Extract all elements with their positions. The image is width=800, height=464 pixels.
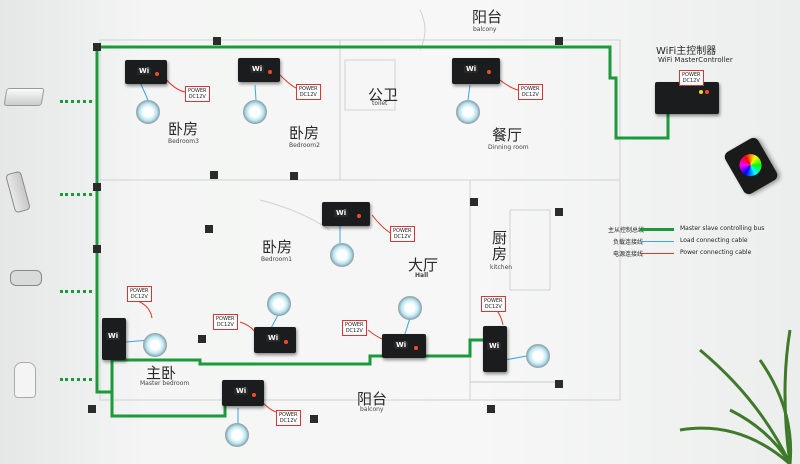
room-label-dining: 餐厅: [492, 126, 523, 144]
room-label-master-en: Master bedroom: [140, 380, 190, 387]
relay-controller[interactable]: Wi: [238, 58, 280, 82]
downlight-lamp[interactable]: [136, 100, 160, 124]
corner-marker: [290, 172, 298, 180]
room-label-bedroom1-en: Bedroom1: [261, 256, 292, 263]
master-controller-subtitle: WiFi MasterController: [658, 56, 733, 64]
legend-power-swatch: [640, 253, 674, 254]
room-label-balcony-top: 阳台: [472, 8, 503, 26]
downlight-lamp[interactable]: [526, 344, 550, 368]
relay-controller[interactable]: Wi: [322, 202, 370, 226]
downlight-lamp[interactable]: [143, 333, 167, 357]
corner-marker: [555, 380, 563, 388]
room-label-kitchen: 厨 房: [492, 229, 508, 263]
legend-bus-en: Master slave controlling bus: [680, 225, 765, 232]
relay-controller[interactable]: Wi: [102, 318, 126, 360]
relay-controller[interactable]: Wi: [222, 380, 264, 406]
relay-controller[interactable]: Wi: [382, 334, 426, 358]
room-label-balcony-bottom-en: balcony: [360, 406, 384, 413]
sensor-icon: [14, 362, 36, 398]
color-wheel-icon: [735, 150, 766, 181]
corner-marker: [470, 198, 478, 206]
side-connector: [60, 378, 92, 381]
legend-bus-cn: 主从控制总线: [608, 227, 645, 234]
corner-marker: [198, 335, 206, 343]
legend-load-swatch: [640, 241, 674, 242]
master-controller-title: WiFi主控制器: [656, 46, 717, 57]
legend-load-en: Load connecting cable: [680, 237, 748, 244]
corner-marker: [487, 405, 495, 413]
room-label-kitchen-en: kitchen: [490, 264, 513, 271]
legend-power-en: Power connecting cable: [680, 249, 752, 256]
corner-marker: [93, 183, 101, 191]
room-label-hall-en: Hall: [415, 272, 429, 279]
plant-decoration: [679, 329, 793, 464]
relay-controller[interactable]: Wi: [254, 327, 296, 353]
relay-controller[interactable]: Wi: [125, 60, 167, 84]
downlight-lamp[interactable]: [398, 296, 422, 320]
bus-line-main: [95, 47, 490, 394]
corner-marker: [213, 37, 221, 45]
room-label-hall: 大厅: [408, 256, 439, 274]
corner-marker: [310, 415, 318, 423]
downlight-lamp[interactable]: [225, 423, 249, 447]
corner-marker: [555, 208, 563, 216]
room-label-master: 主卧: [146, 364, 177, 382]
projector-icon: [3, 88, 45, 106]
side-connector: [60, 193, 92, 196]
downlight-lamp[interactable]: [243, 100, 267, 124]
bus-line-bottom: [110, 392, 227, 418]
corner-marker: [205, 225, 213, 233]
room-label-bedroom3: 卧房: [168, 120, 199, 138]
room-label-toilet: 公卫: [368, 86, 399, 104]
downlight-lamp[interactable]: [330, 243, 354, 267]
legend-power-cn: 电源连接线: [613, 251, 644, 258]
legend-bus-swatch: [640, 228, 674, 231]
wifi-master-controller[interactable]: [655, 82, 719, 114]
corner-marker: [555, 37, 563, 45]
downlight-lamp[interactable]: [267, 292, 291, 316]
corner-marker: [210, 171, 218, 179]
bus-line-top: [97, 45, 670, 140]
legend-load-cn: 负载连接线: [613, 239, 644, 246]
camera-icon: [10, 270, 42, 286]
room-label-dining-en: Dinning room: [488, 144, 529, 151]
room-label-balcony-bottom: 阳台: [357, 390, 388, 408]
relay-controller[interactable]: Wi: [452, 58, 500, 84]
room-label-bedroom2-en: Bedroom2: [289, 142, 320, 149]
corner-marker: [88, 405, 96, 413]
room-label-bedroom1: 卧房: [262, 238, 293, 256]
relay-controller[interactable]: Wi: [483, 326, 507, 372]
side-connector: [60, 100, 92, 103]
room-label-balcony-top-en: balcony: [473, 26, 497, 33]
side-connector: [60, 290, 92, 293]
corner-marker: [93, 245, 101, 253]
room-label-toilet-en: toilet: [372, 100, 388, 107]
room-label-bedroom3-en: Bedroom3: [168, 138, 199, 145]
downlight-lamp[interactable]: [456, 100, 480, 124]
corner-marker: [93, 43, 101, 51]
room-label-bedroom2: 卧房: [289, 124, 320, 142]
